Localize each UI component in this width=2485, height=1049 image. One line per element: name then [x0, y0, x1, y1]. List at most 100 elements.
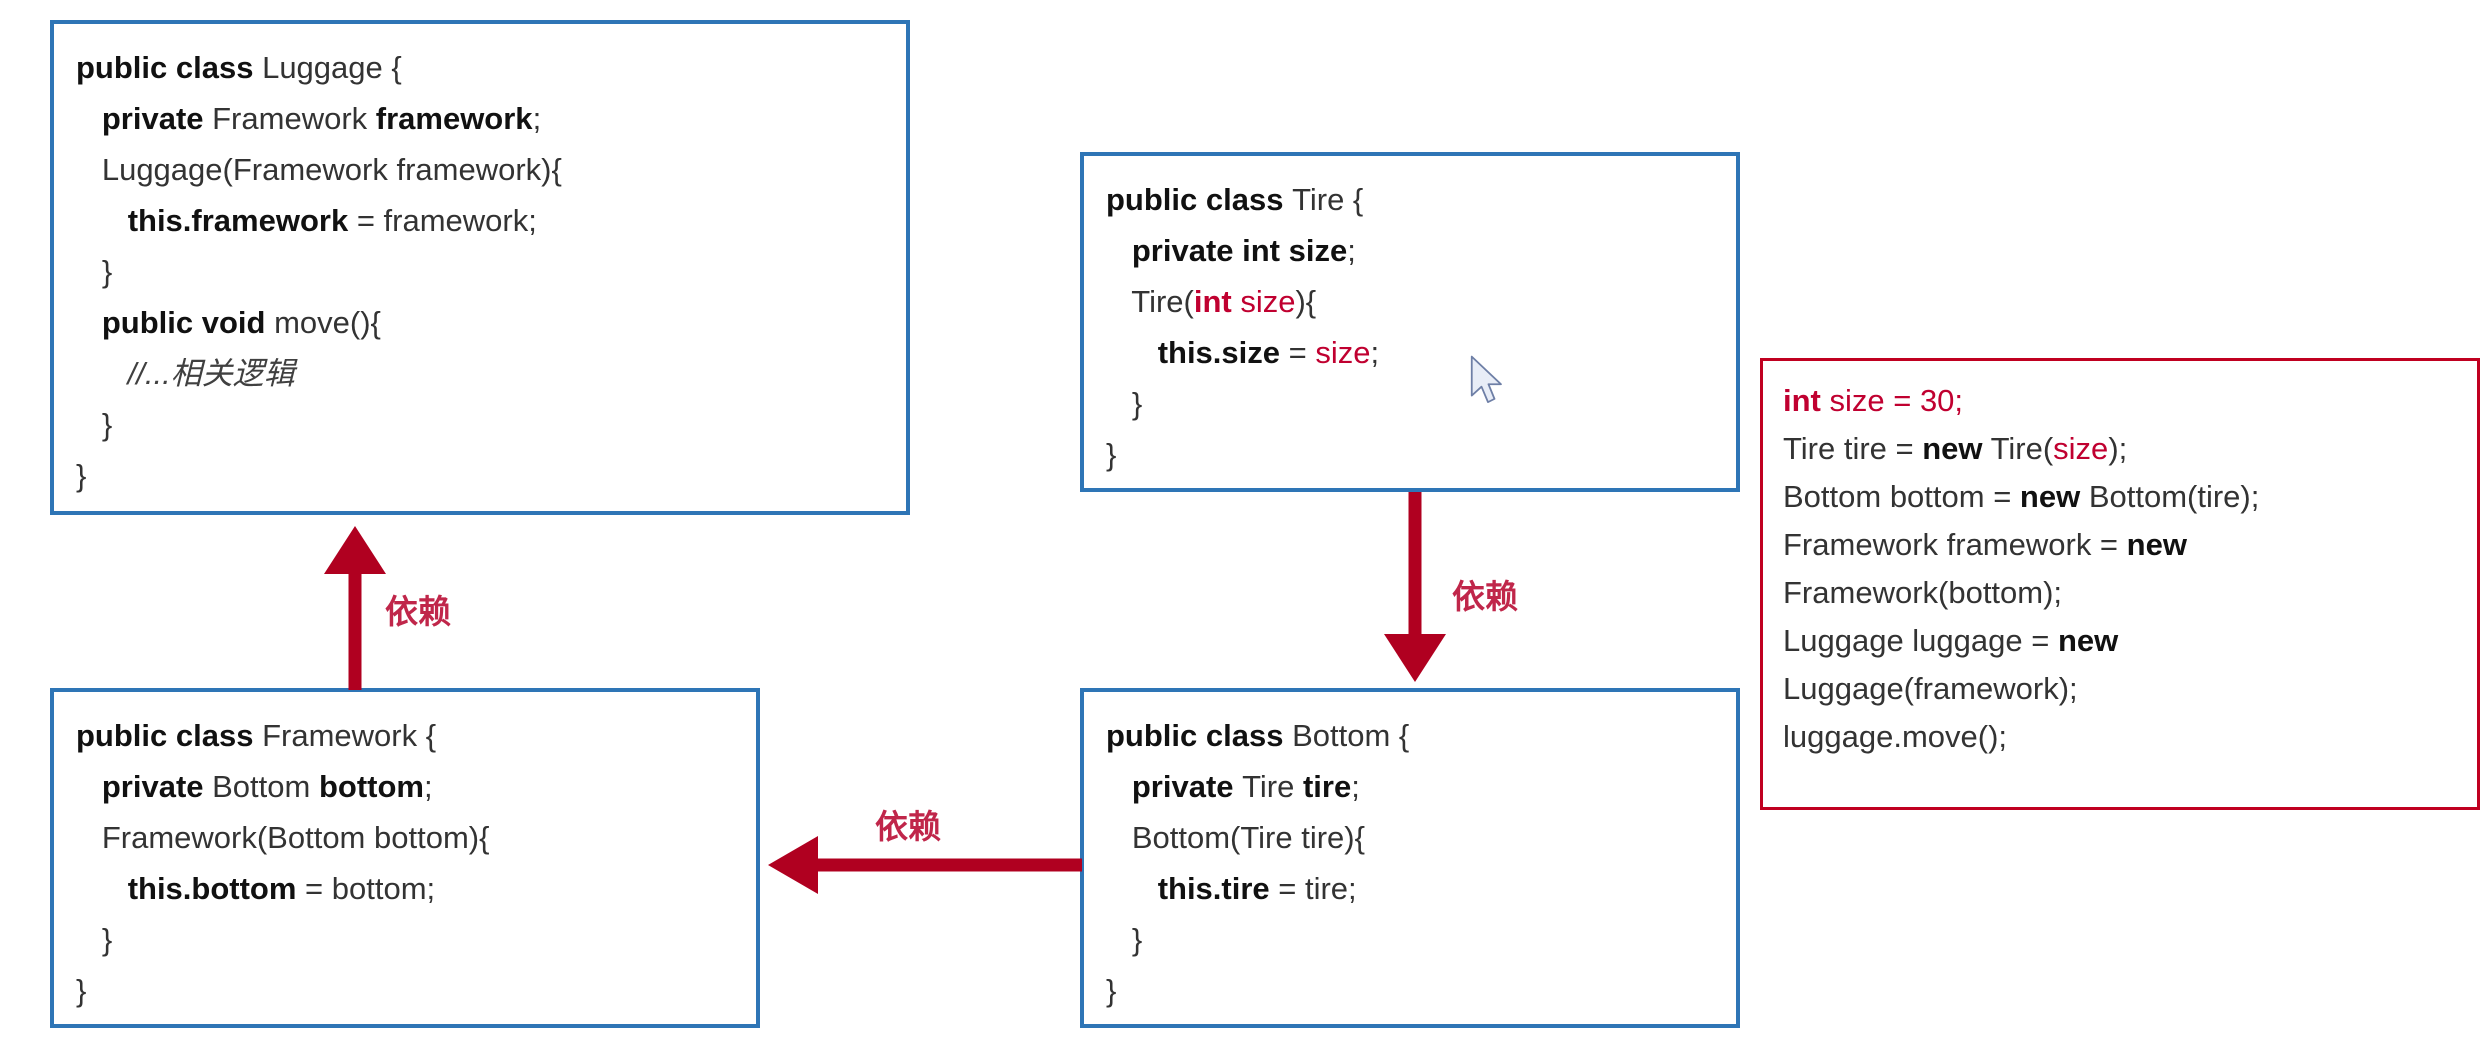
code-token: Framework {	[262, 718, 437, 753]
code-token: Luggage luggage =	[1783, 623, 2058, 658]
code-token: Tire tire =	[1783, 431, 1923, 466]
code-token: new	[2019, 479, 2081, 514]
code-token: luggage.move();	[1783, 719, 2008, 754]
code-line: }	[76, 965, 734, 1016]
code-line: }	[76, 399, 884, 450]
arrow-framework-to-luggage	[324, 526, 386, 690]
code-token: Framework framework =	[1783, 527, 2127, 562]
code-token: ;	[1347, 233, 1356, 268]
code-line: }	[1106, 914, 1714, 965]
code-token: Framework	[212, 101, 376, 136]
code-token	[1106, 335, 1158, 370]
code-token: }	[1106, 437, 1117, 472]
arrow-label-bottom-to-framework: 依赖	[875, 808, 941, 845]
code-line: private Tire tire;	[1106, 761, 1714, 812]
mouse-pointer-icon	[1470, 355, 1502, 404]
code-token: = framework;	[348, 203, 537, 238]
code-token: public void	[101, 305, 275, 340]
code-token	[1106, 871, 1158, 906]
code-token: Bottom(Tire tire){	[1106, 820, 1365, 855]
code-token: new	[1922, 431, 1983, 466]
code-line: Luggage luggage = new	[1783, 617, 2457, 665]
code-token: ;	[1351, 769, 1360, 804]
code-line: Bottom(Tire tire){	[1106, 812, 1714, 863]
code-line: Framework(bottom);	[1783, 569, 2457, 617]
code-line: this.tire = tire;	[1106, 863, 1714, 914]
code-line: this.size = size;	[1106, 327, 1714, 378]
code-token: }	[76, 407, 113, 442]
code-token: );	[2108, 431, 2128, 466]
code-token: = tire;	[1269, 871, 1357, 906]
code-token: }	[76, 254, 113, 289]
code-token: }	[76, 922, 113, 957]
code-token	[76, 305, 102, 340]
code-line: }	[1106, 378, 1714, 429]
code-token: private	[101, 769, 213, 804]
code-line: public class Luggage {	[76, 42, 884, 93]
arrow-bottom-to-framework	[768, 836, 1082, 894]
code-token: size	[1240, 284, 1296, 319]
code-token: ){	[1295, 284, 1317, 319]
code-token: }	[1106, 386, 1143, 421]
code-token: size	[2053, 431, 2109, 466]
code-token: Tire {	[1292, 182, 1364, 217]
code-line: public class Framework {	[76, 710, 734, 761]
code-body-tire: public class Tire { private int size; Ti…	[1106, 174, 1714, 480]
code-token: Luggage(Framework framework){	[76, 152, 562, 187]
code-token: public class	[76, 50, 263, 85]
code-token	[76, 769, 102, 804]
code-token: this.tire	[1157, 871, 1270, 906]
code-line: }	[1106, 965, 1714, 1016]
code-line: private Bottom bottom;	[76, 761, 734, 812]
code-token	[1106, 769, 1132, 804]
code-token: int	[1193, 284, 1232, 319]
code-token: framework	[375, 101, 533, 136]
code-token: private	[1131, 769, 1243, 804]
arrow-tire-to-bottom	[1384, 492, 1446, 682]
code-token: Tire(	[1982, 431, 2054, 466]
code-token: new	[2126, 527, 2187, 562]
code-line: this.framework = framework;	[76, 195, 884, 246]
class-box-bottom[interactable]: public class Bottom { private Tire tire;…	[1080, 688, 1740, 1028]
code-line: }	[1106, 429, 1714, 480]
code-line: luggage.move();	[1783, 713, 2457, 761]
code-token: ;	[532, 101, 542, 136]
class-box-luggage[interactable]: public class Luggage { private Framework…	[50, 20, 910, 515]
code-token: size = 30;	[1820, 383, 1964, 418]
code-token: tire	[1302, 769, 1352, 804]
code-token: int	[1783, 383, 1821, 418]
code-token: Framework(bottom);	[1783, 575, 2063, 610]
code-token: }	[76, 458, 87, 493]
code-line: public class Bottom {	[1106, 710, 1714, 761]
class-box-framework[interactable]: public class Framework { private Bottom …	[50, 688, 760, 1028]
code-line: public class Tire {	[1106, 174, 1714, 225]
code-token: //...相关逻辑	[76, 356, 295, 391]
class-box-tire[interactable]: public class Tire { private int size; Ti…	[1080, 152, 1740, 492]
code-token	[76, 871, 128, 906]
code-token: Bottom {	[1292, 718, 1410, 753]
code-body-bottom: public class Bottom { private Tire tire;…	[1106, 710, 1714, 1016]
code-token: Bottom(tire);	[2080, 479, 2260, 514]
code-line: }	[76, 450, 884, 501]
code-body-usage: int size = 30; Tire tire = new Tire(size)…	[1783, 377, 2457, 761]
code-token: size	[1315, 335, 1371, 370]
code-token: private	[101, 101, 213, 136]
code-line: public void move(){	[76, 297, 884, 348]
code-line: Luggage(framework);	[1783, 665, 2457, 713]
code-token: }	[1106, 973, 1117, 1008]
code-line: }	[76, 246, 884, 297]
code-token: }	[76, 973, 87, 1008]
code-token: Bottom	[212, 769, 319, 804]
code-line: Framework(Bottom bottom){	[76, 812, 734, 863]
code-line: Tire(int size){	[1106, 276, 1714, 327]
code-token	[76, 101, 102, 136]
code-token: Luggage {	[262, 50, 402, 85]
code-line: Framework framework = new	[1783, 521, 2457, 569]
usage-snippet-box[interactable]: int size = 30; Tire tire = new Tire(size)…	[1760, 358, 2480, 810]
code-token: Bottom bottom =	[1783, 479, 2020, 514]
code-line: Luggage(Framework framework){	[76, 144, 884, 195]
code-line: //...相关逻辑	[76, 348, 884, 399]
code-body-luggage: public class Luggage { private Framework…	[76, 42, 884, 501]
arrow-label-framework-to-luggage: 依赖	[385, 593, 451, 630]
